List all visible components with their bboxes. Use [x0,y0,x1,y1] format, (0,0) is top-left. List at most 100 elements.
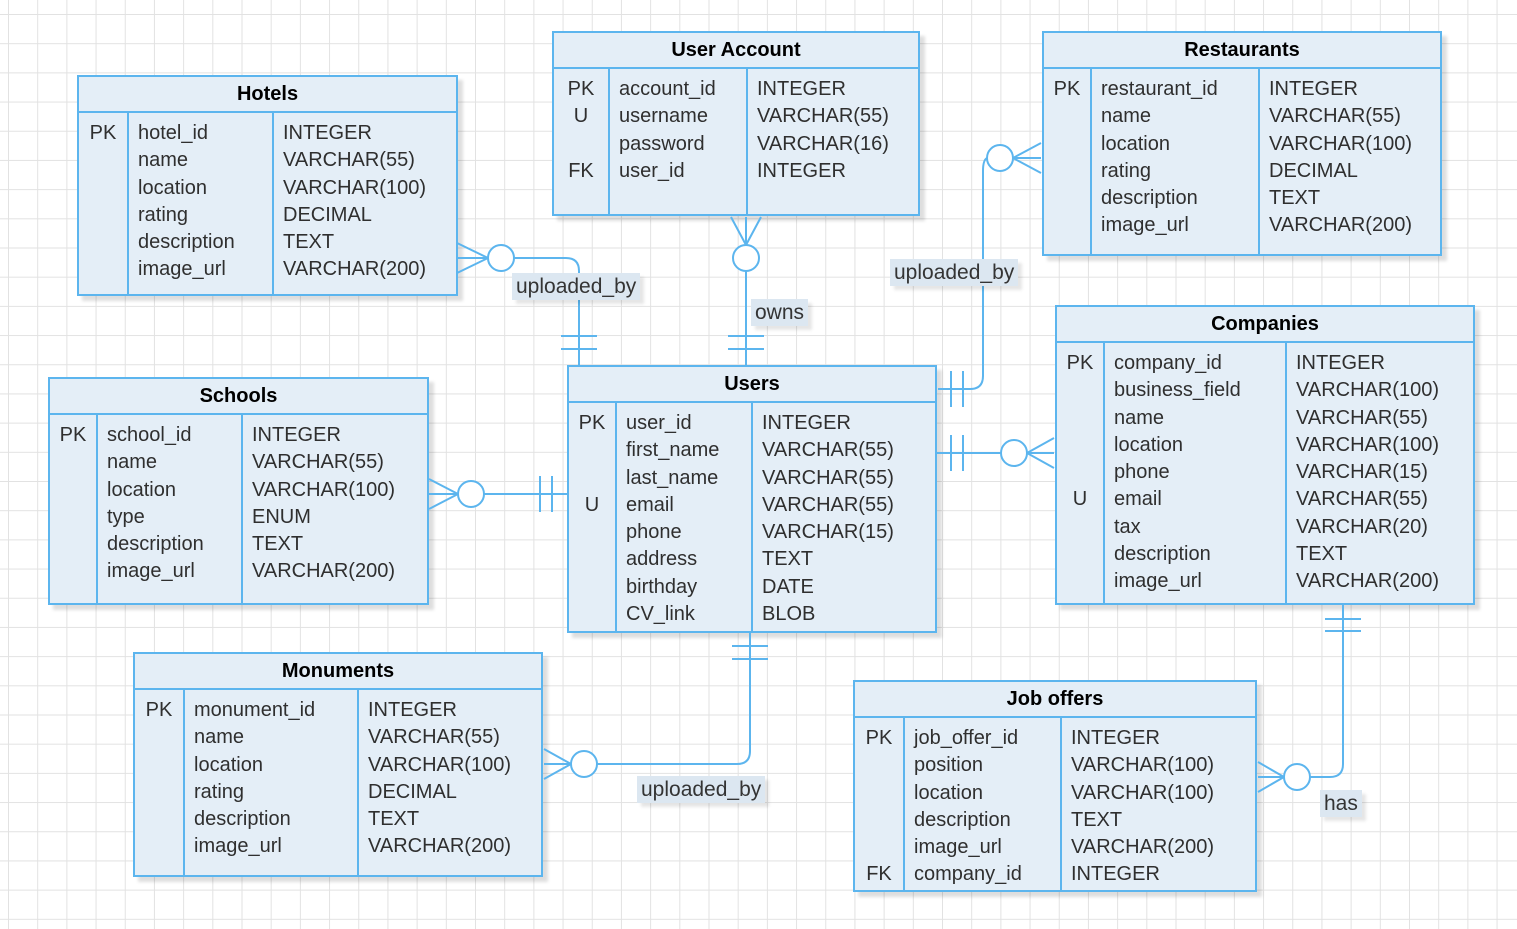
edge-label-owns[interactable]: owns [751,299,809,326]
edge-companies-job-offers[interactable] [1257,605,1361,793]
exactly-one-marker [539,476,553,512]
edge-line [1310,605,1344,778]
name-cell: business_field [1114,379,1241,402]
key-cell [569,465,615,492]
type-cell: VARCHAR(55) [757,105,889,128]
name-cell: location [1101,132,1170,155]
edge-users-companies[interactable] [937,435,1055,471]
key-cell: PK [89,122,117,144]
type-cell: VARCHAR(55) [1296,406,1428,429]
name-cell: description [1114,543,1211,566]
key-cell [1057,568,1103,595]
type-cell: VARCHAR(15) [762,521,894,544]
key-column: PK U [1057,343,1105,603]
type-cell: VARCHAR(55) [762,439,894,462]
key-cell: U [1072,488,1088,511]
type-cell: BLOB [762,603,816,626]
name-cell: account_id [619,78,716,100]
type-cell: INTEGER [1269,78,1358,100]
key-cell: PK [1066,352,1094,374]
name-cell: description [138,231,235,254]
key-cell [1057,541,1103,568]
table-title: Restaurants [1044,33,1440,69]
edge-monuments-users[interactable] [543,633,768,780]
type-cell: INTEGER [757,78,846,100]
key-column: PK U [569,403,617,631]
edge-label-uploaded-by-restaurants[interactable]: uploaded_by [890,259,1019,286]
edge-label-uploaded-by-monuments[interactable]: uploaded_by [637,776,766,803]
edge-line [597,633,751,765]
table-title: Job offers [855,682,1255,718]
key-cell [50,449,96,476]
key-cell [569,437,615,464]
name-cell: rating [138,203,189,226]
edge-label-has[interactable]: has [1320,790,1362,817]
type-cell: VARCHAR(55) [762,466,894,489]
type-cell: VARCHAR(55) [762,493,894,516]
edge-schools-users[interactable] [428,476,567,512]
type-cell: ENUM [252,505,311,528]
type-cell: TEXT [283,231,335,254]
name-cell: image_url [1101,214,1189,237]
type-cell: INTEGER [1071,727,1160,749]
key-column: PK [135,690,185,875]
type-cell: VARCHAR(100) [283,176,426,199]
edge-user-account-users[interactable] [728,216,764,365]
name-cell: school_id [107,424,192,446]
name-cell: image_url [1114,570,1202,593]
name-cell: job_offer_id [914,727,1019,749]
name-cell: birthday [626,575,698,598]
name-cell: name [1114,406,1165,429]
name-cell: email [1114,488,1162,511]
type-cell: DECIMAL [368,780,457,803]
edge-hotels-users[interactable] [456,242,597,365]
key-cell: PK [1053,78,1081,100]
type-cell: VARCHAR(55) [252,451,384,474]
key-cell: PK [578,412,606,434]
key-column: PK [1044,69,1092,254]
name-cell: hotel_id [138,122,209,144]
type-column: INTEGER VARCHAR(55) VARCHAR(55) VARCHAR(55)… [753,403,935,631]
zero-ring-marker [1283,763,1311,791]
crow-foot-zero-or-many-marker [1012,142,1042,174]
type-cell: INTEGER [1296,352,1385,374]
type-cell: VARCHAR(20) [1296,515,1428,538]
type-cell: VARCHAR(55) [1269,105,1401,128]
key-cell [855,752,903,779]
type-cell: VARCHAR(100) [1071,781,1214,804]
key-cell [135,833,183,860]
name-cell: rating [194,780,245,803]
type-cell: INTEGER [1071,863,1160,886]
crow-foot-zero-or-many-marker [543,748,572,780]
key-cell [79,175,127,202]
edge-label-uploaded-by-hotels[interactable]: uploaded_by [512,273,641,300]
type-cell: VARCHAR(200) [1269,214,1412,237]
key-cell [1057,405,1103,432]
name-cell: monument_id [194,699,316,721]
name-cell: phone [626,521,682,544]
type-cell: TEXT [252,533,304,556]
name-cell: rating [1101,159,1152,182]
type-cell: VARCHAR(200) [252,560,395,583]
type-cell: INTEGER [283,122,372,144]
type-cell: INTEGER [252,424,341,446]
name-cell: restaurant_id [1101,78,1218,100]
type-cell: INTEGER [762,412,851,434]
exactly-one-marker [950,371,964,407]
type-cell: TEXT [762,548,814,571]
